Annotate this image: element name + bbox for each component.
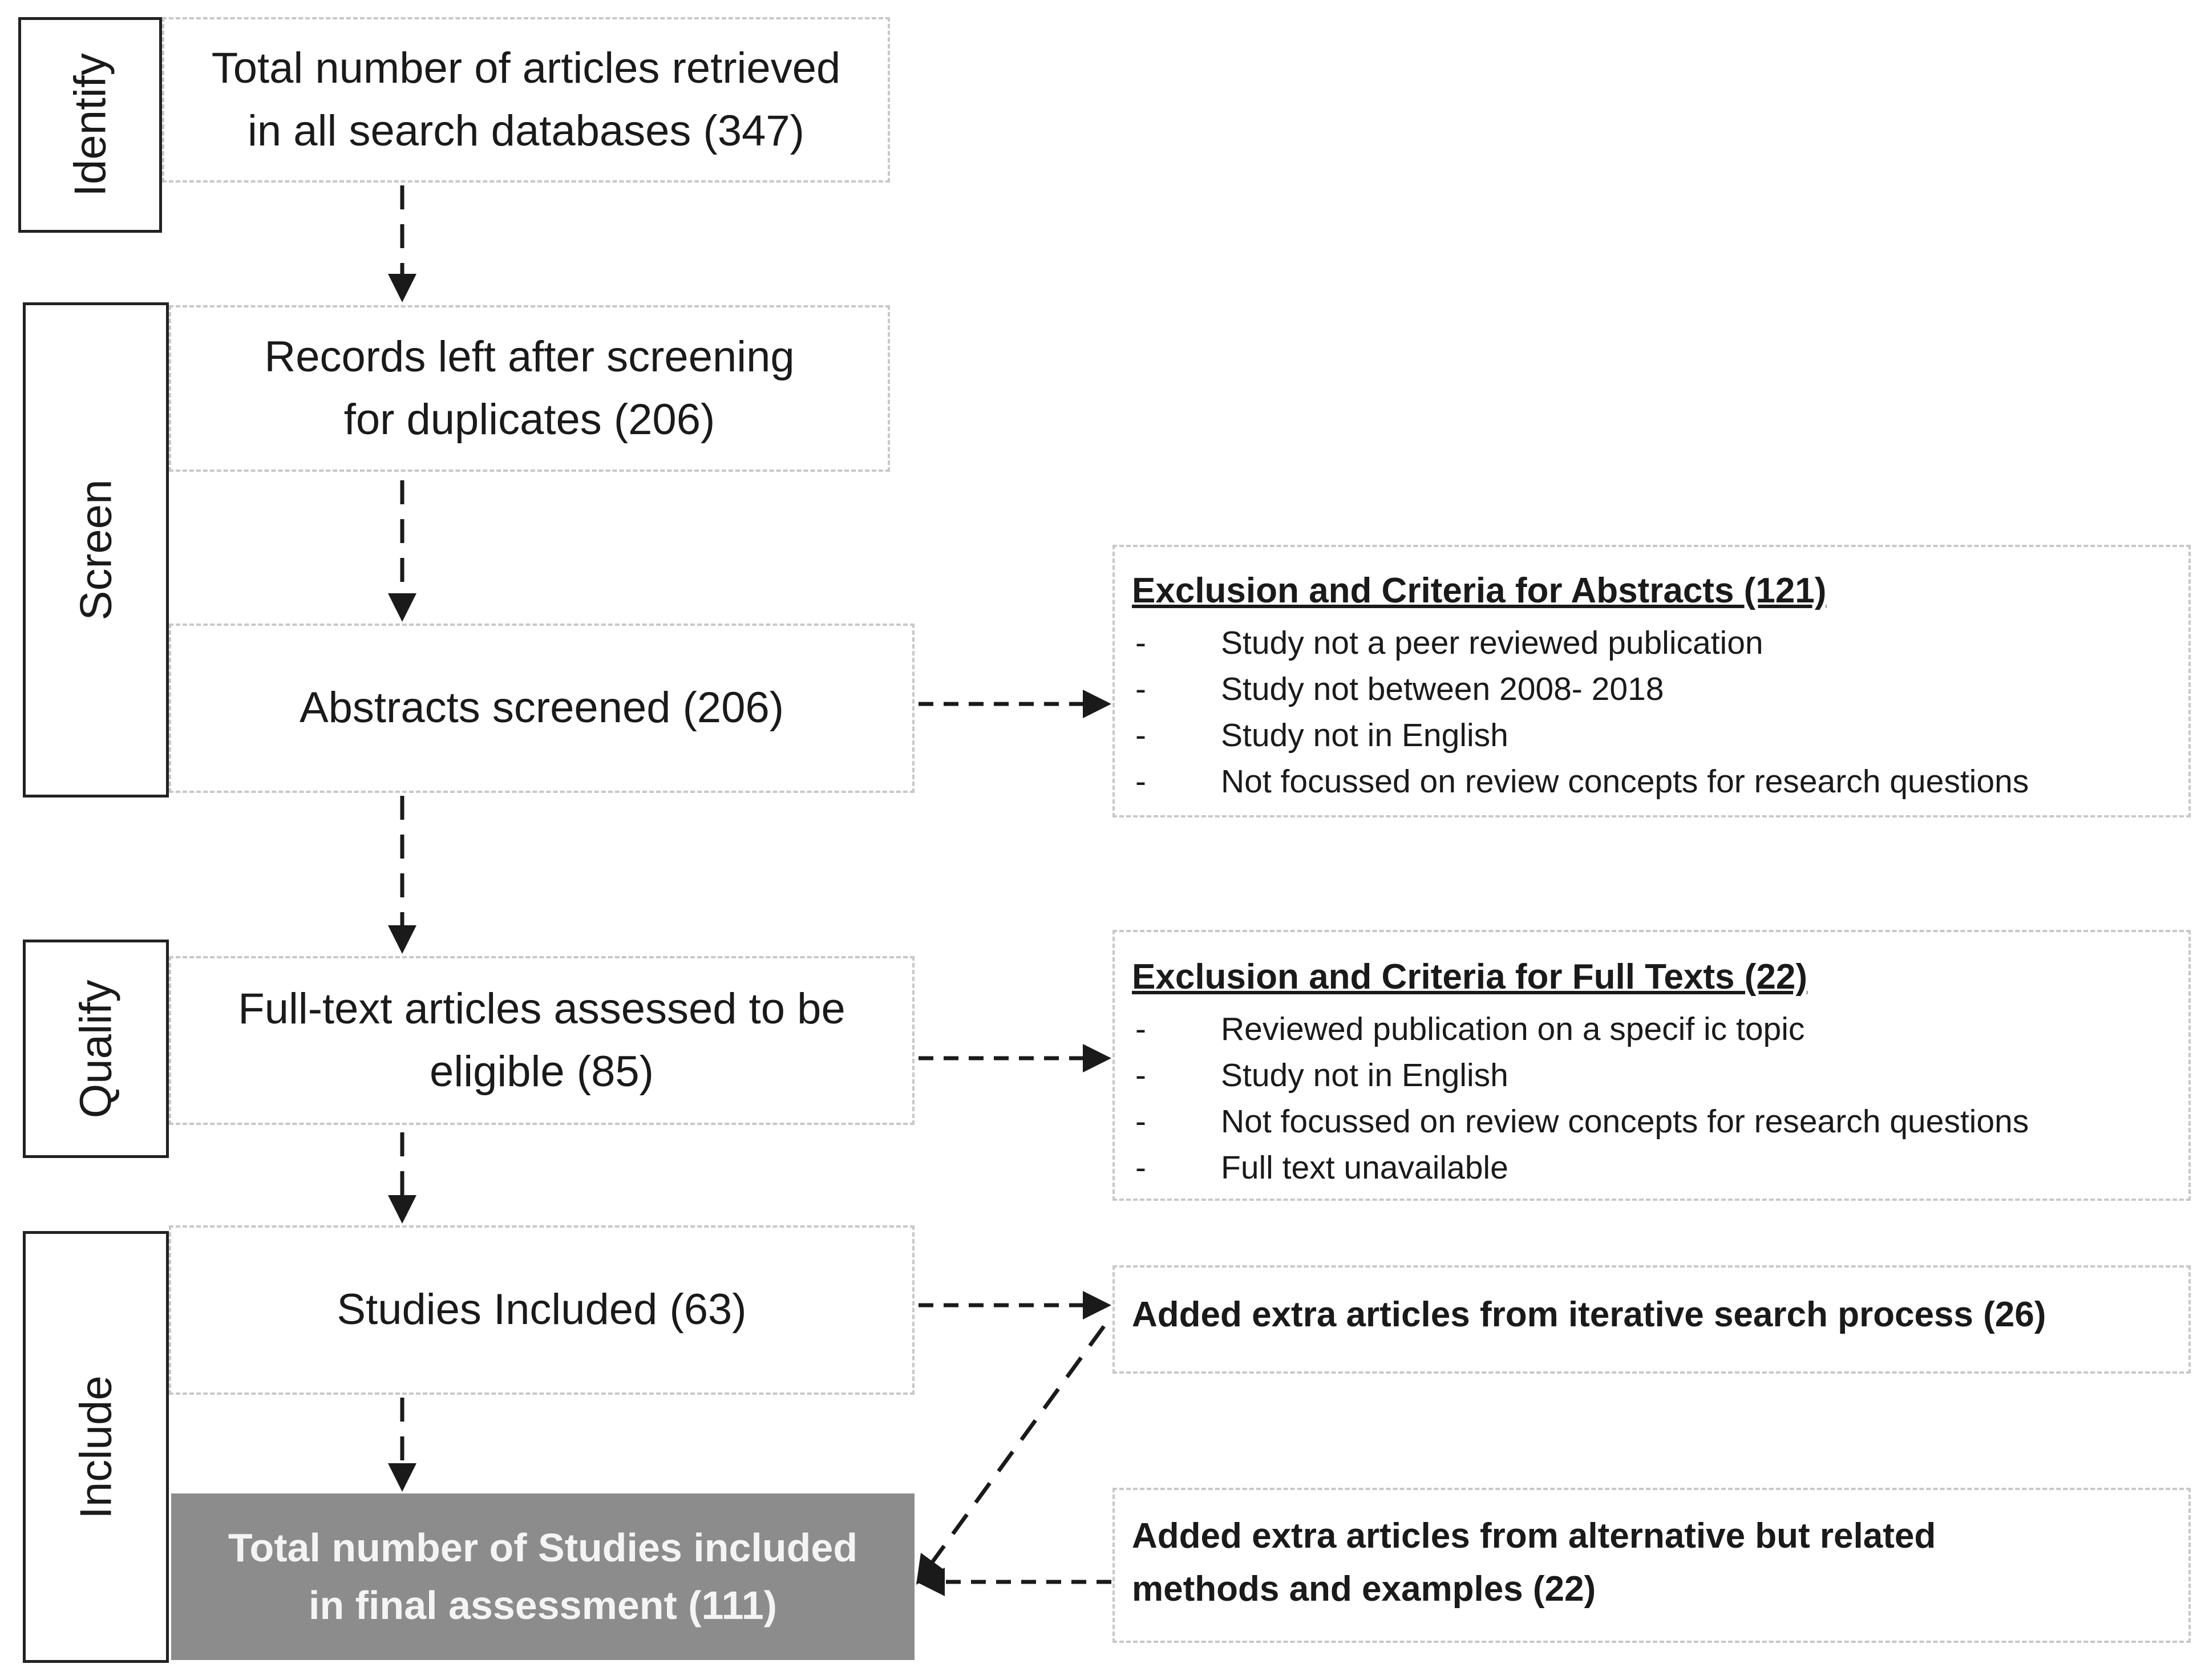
exclusion-fulltext-item: - Reviewed publication on a specif ic to… [1132, 1006, 2171, 1052]
stage-qualify: Qualify [23, 940, 169, 1158]
bullet-dash: - [1135, 1057, 1146, 1094]
bullet-dash: - [1135, 1011, 1146, 1048]
added-alternative-line-2: methods and examples (22) [1132, 1569, 1596, 1609]
exclusion-abstracts-title: Exclusion and Criteria for Abstracts (12… [1132, 571, 1827, 610]
arrowhead [1083, 1291, 1111, 1319]
bullet-dash: - [1135, 763, 1146, 800]
added-iterative-box: Added extra articles from iterative sear… [1112, 1265, 2191, 1374]
box-articles-retrieved-line-1: Total number of articles retrieved [211, 43, 841, 92]
box-records-after-duplicates-line-2: for duplicates (206) [343, 395, 715, 444]
stage-identify: Identify [18, 17, 162, 233]
box-fulltext-assessed: Full-text articles assessed to be eligib… [169, 956, 915, 1125]
box-abstracts-screened: Abstracts screened (206) [169, 624, 915, 793]
exclusion-fulltext-item: - Study not in English [1132, 1052, 2171, 1099]
exclusion-abstracts-item: - Study not a peer reviewed publication [1132, 620, 2171, 666]
arrowhead [388, 593, 416, 622]
exclusion-fulltext-item-text: Not focussed on review concepts for rese… [1221, 1103, 2029, 1140]
bullet-dash: - [1135, 1103, 1146, 1140]
exclusion-fulltext-box: Exclusion and Criteria for Full Texts (2… [1112, 930, 2191, 1201]
exclusion-abstracts-box: Exclusion and Criteria for Abstracts (12… [1112, 545, 2191, 817]
stage-screen: Screen [23, 302, 169, 798]
added-alternative-line-1: Added extra articles from alternative bu… [1132, 1516, 1936, 1556]
arrowhead [1083, 1044, 1111, 1072]
exclusion-abstracts-item-text: Study not in English [1221, 717, 1508, 754]
box-final-assessment-line-2: in final assessment (111) [309, 1583, 777, 1628]
added-alternative-box: Added extra articles from alternative bu… [1112, 1488, 2191, 1643]
exclusion-abstracts-item-text: Study not a peer reviewed publication [1221, 625, 1763, 662]
box-studies-included: Studies Included (63) [169, 1225, 915, 1395]
box-fulltext-assessed-line-1: Full-text articles assessed to be [238, 984, 845, 1033]
exclusion-fulltext-item: - Not focussed on review concepts for re… [1132, 1099, 2171, 1145]
arrowhead [388, 1195, 416, 1224]
bullet-dash: - [1135, 671, 1146, 708]
bullet-dash: - [1135, 1149, 1146, 1187]
exclusion-fulltext-item-text: Full text unavailable [1221, 1149, 1508, 1187]
bullet-dash: - [1135, 625, 1146, 662]
box-articles-retrieved-line-2: in all search databases (347) [248, 107, 804, 155]
exclusion-fulltext-item-text: Study not in English [1221, 1057, 1508, 1094]
bullet-dash: - [1135, 717, 1146, 754]
added-iterative-text: Added extra articles from iterative sear… [1132, 1295, 2046, 1334]
box-final-assessment: Total number of Studies included in fina… [171, 1493, 915, 1660]
exclusion-abstracts-item: - Study not in English [1132, 713, 2171, 759]
arrowhead [388, 1463, 416, 1492]
arrowhead [388, 925, 416, 954]
box-fulltext-assessed-line-2: eligible (85) [430, 1047, 654, 1096]
stage-include: Include [23, 1231, 169, 1663]
arrowhead [916, 1568, 945, 1596]
box-studies-included-line-1: Studies Included (63) [337, 1285, 747, 1334]
box-abstracts-screened-line-1: Abstracts screened (206) [299, 683, 784, 732]
exclusion-abstracts-item: - Study not between 2008- 2018 [1132, 666, 2171, 713]
box-articles-retrieved: Total number of articles retrieved in al… [162, 17, 890, 183]
arrowhead [916, 1553, 944, 1585]
exclusion-fulltext-title: Exclusion and Criteria for Full Texts (2… [1132, 957, 1807, 997]
arrow-added-iterative-to-final [930, 1325, 1106, 1565]
box-final-assessment-line-1: Total number of Studies included [228, 1525, 858, 1570]
exclusion-abstracts-item-text: Not focussed on review concepts for rese… [1221, 763, 2029, 800]
arrowhead [388, 274, 416, 302]
exclusion-abstracts-item: - Not focussed on review concepts for re… [1132, 759, 2171, 805]
exclusion-fulltext-item: - Full text unavailable [1132, 1145, 2171, 1191]
exclusion-abstracts-item-text: Study not between 2008- 2018 [1221, 671, 1664, 708]
box-records-after-duplicates: Records left after screening for duplica… [169, 305, 890, 472]
arrowhead [1083, 690, 1111, 718]
exclusion-fulltext-item-text: Reviewed publication on a specif ic topi… [1221, 1011, 1805, 1048]
box-records-after-duplicates-line-1: Records left after screening [264, 332, 795, 381]
